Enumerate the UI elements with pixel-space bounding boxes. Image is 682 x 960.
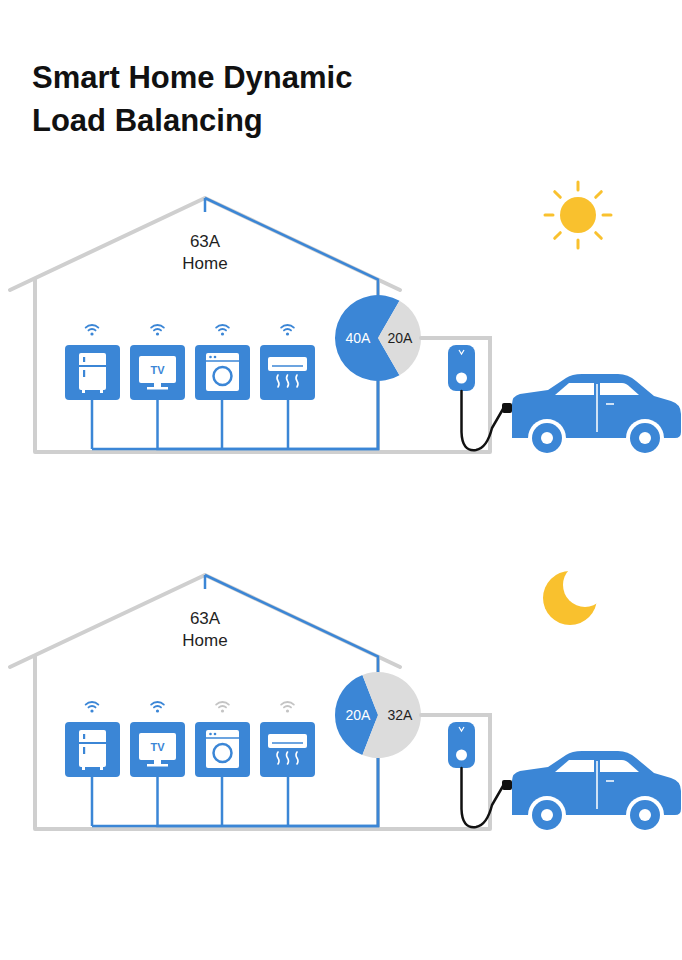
wifi-symbol: [281, 325, 294, 336]
home-supply-label: 63A Home: [179, 231, 231, 275]
wifi-symbol: [281, 702, 294, 713]
pie-wedge: [378, 301, 421, 375]
load-pie: 20A32A: [335, 672, 421, 758]
tv-box: TV: [130, 722, 185, 777]
sun-ray: [545, 182, 611, 248]
tv-box: TV: [130, 345, 185, 400]
current-value: 32A: [380, 706, 420, 724]
house-outline: [10, 575, 400, 829]
wifi-symbol: [86, 325, 99, 336]
icon-box: [130, 345, 185, 400]
wifi-symbol: [151, 702, 164, 713]
wifi-symbol: [216, 702, 229, 713]
wifi-symbol: [151, 325, 164, 336]
tv-base: [147, 764, 168, 767]
home-supply-label: 63A Home: [179, 608, 231, 652]
load-pie: 40A20A: [335, 295, 421, 381]
pie-wedge: [362, 672, 421, 758]
sun-symbol: [545, 182, 611, 248]
pie-group: [335, 295, 421, 381]
tv-stand: [154, 760, 161, 764]
night-scene: [65, 575, 681, 834]
diagram-title: Smart Home Dynamic Load Balancing: [32, 56, 392, 142]
appliance-label: TV: [130, 363, 185, 377]
day-scene: [65, 198, 681, 457]
tv-stand: [154, 383, 161, 387]
wifi-symbol: [216, 325, 229, 336]
power-wire: [158, 381, 379, 449]
house-outline: [10, 198, 400, 452]
power-wire: [158, 758, 379, 826]
pie-group: [335, 672, 421, 758]
moon-symbol: [543, 571, 597, 625]
wifi-symbol: [86, 702, 99, 713]
sun-disc: [560, 197, 596, 233]
current-value: 20A: [380, 329, 420, 347]
current-value: 40A: [338, 329, 378, 347]
icon-box: [130, 722, 185, 777]
current-value: 20A: [338, 706, 378, 724]
tv-base: [147, 387, 168, 390]
appliance-label: TV: [130, 740, 185, 754]
